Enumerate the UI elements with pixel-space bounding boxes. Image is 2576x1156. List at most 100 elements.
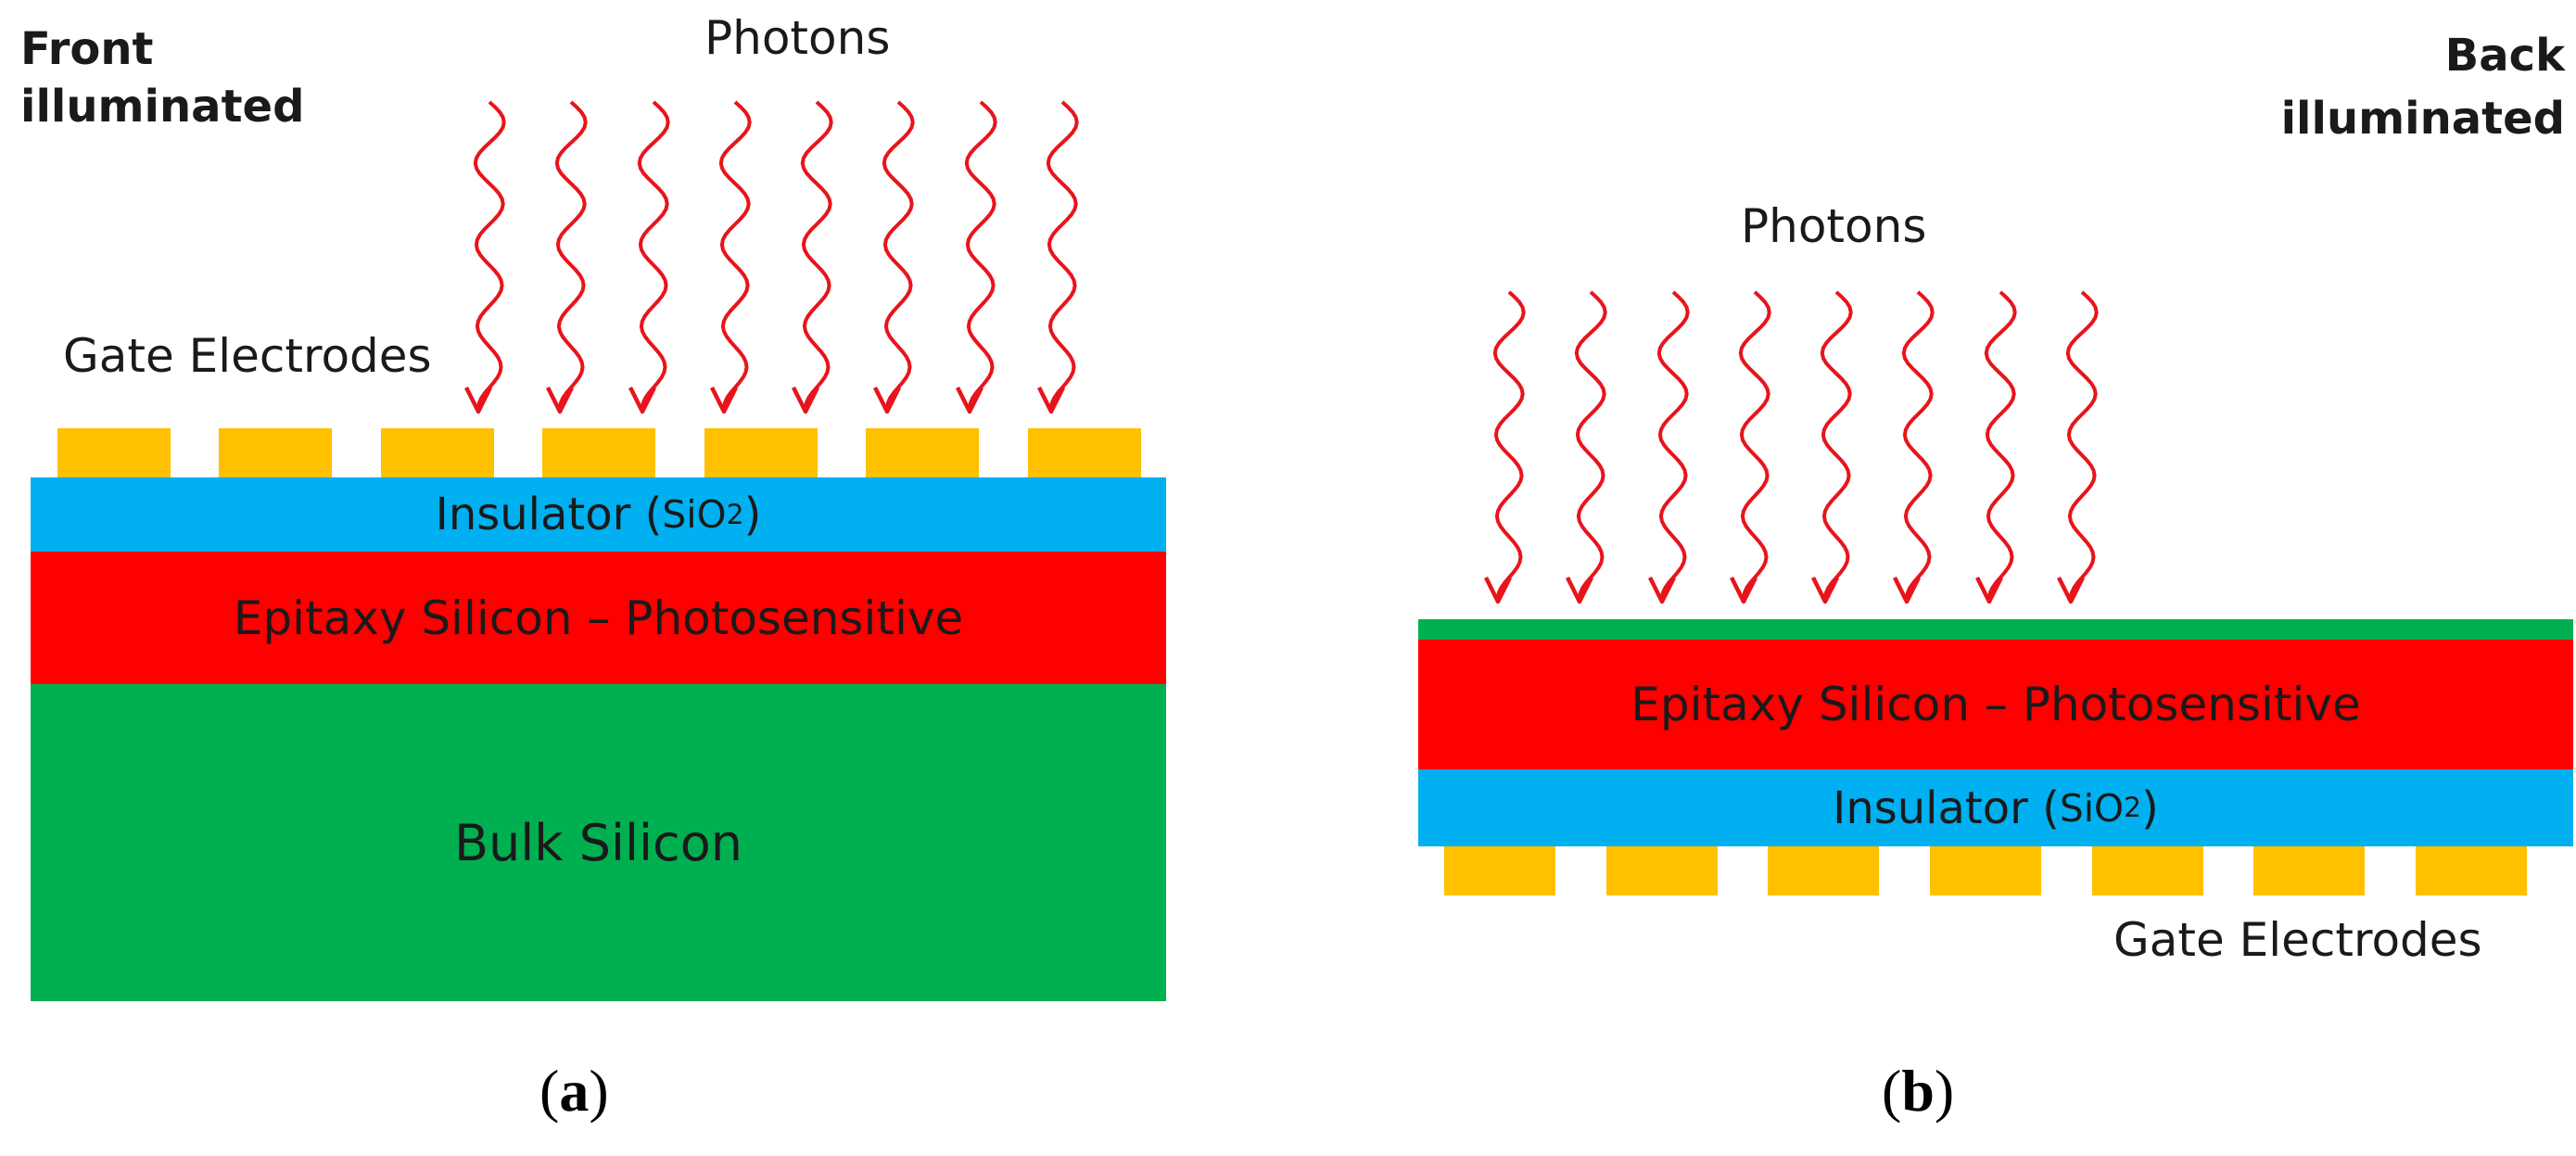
photon-wave (964, 100, 997, 409)
arrow-head-icon (872, 386, 902, 414)
arrow-head-icon (1483, 576, 1513, 604)
caption-letter: a (559, 1058, 590, 1124)
photons-label: Photons (1741, 199, 1927, 253)
epitaxy-layer: Epitaxy Silicon – Photosensitive (1418, 640, 2573, 769)
front-illuminated-panel: Front illuminated Photons Gate Electrode… (0, 0, 1205, 1156)
photon-arrow (1036, 100, 1079, 414)
mode-label: Front illuminated (20, 20, 304, 135)
gate-electrode (381, 428, 494, 477)
photon-wave (1492, 290, 1526, 599)
photon-arrow (628, 100, 670, 414)
gate-electrode (1028, 428, 1141, 477)
arrow-head-icon (709, 386, 739, 414)
caption-b: (b) (1882, 1057, 1954, 1125)
photon-arrow (1483, 290, 1526, 604)
arrow-head-icon (628, 386, 657, 414)
photon-arrow (1565, 290, 1607, 604)
arrow-head-icon (1892, 576, 1922, 604)
insulator-label: Insulator ( (1833, 781, 2060, 834)
photons-arrows (463, 100, 1079, 414)
photons-arrows (1483, 290, 2099, 604)
bulk-silicon-layer: Bulk Silicon (31, 684, 1166, 1001)
photon-wave (554, 100, 588, 409)
caption-letter: b (1901, 1058, 1935, 1124)
arrow-head-icon (791, 386, 820, 414)
photon-wave (1046, 100, 1079, 409)
photon-arrow (2056, 290, 2099, 604)
epitaxy-layer: Epitaxy Silicon – Photosensitive (31, 552, 1166, 684)
photon-arrow (709, 100, 752, 414)
photon-wave (882, 100, 915, 409)
gate-electrode (1930, 846, 2041, 896)
insulator-label: Insulator ( (435, 489, 663, 540)
epitaxy-label: Epitaxy Silicon – Photosensitive (233, 591, 964, 645)
photon-arrow (463, 100, 506, 414)
gate-electrodes-label: Gate Electrodes (2113, 913, 2482, 967)
gate-electrode (1444, 846, 1555, 896)
photon-arrow (1892, 290, 1935, 604)
arrow-head-icon (545, 386, 575, 414)
insulator-formula: SiO (2059, 785, 2125, 831)
insulator-formula-subscript: 2 (726, 498, 744, 531)
arrow-head-icon (1036, 386, 1066, 414)
photon-wave (718, 100, 752, 409)
gate-electrode (1768, 846, 1879, 896)
gate-electrode (57, 428, 171, 477)
insulator-formula: SiO (662, 492, 727, 537)
photon-arrow (791, 100, 833, 414)
gate-electrodes-label: Gate Electrodes (63, 329, 432, 383)
photon-arrow (1729, 290, 1771, 604)
photon-wave (1574, 290, 1607, 599)
insulator-close: ) (743, 489, 762, 540)
insulator-close: ) (2141, 781, 2159, 834)
photon-wave (473, 100, 506, 409)
gate-electrode (704, 428, 818, 477)
arrow-head-icon (2056, 576, 2086, 604)
photon-arrow (1810, 290, 1853, 604)
arrow-head-icon (1974, 576, 2004, 604)
mode-label-line2: illuminated (2280, 93, 2565, 145)
arrow-head-icon (1647, 576, 1677, 604)
caption-open: ( (539, 1058, 560, 1124)
mode-label-line1: Back (2444, 30, 2565, 82)
arrow-head-icon (463, 386, 493, 414)
epitaxy-label: Epitaxy Silicon – Photosensitive (1631, 678, 2361, 731)
gate-electrode (2416, 846, 2527, 896)
caption-a: (a) (539, 1057, 609, 1125)
caption-close: ) (589, 1058, 609, 1124)
photon-arrow (955, 100, 997, 414)
arrow-head-icon (955, 386, 984, 414)
photon-wave (637, 100, 670, 409)
gate-electrode (866, 428, 979, 477)
photon-wave (1738, 290, 1771, 599)
gate-electrode (2092, 846, 2203, 896)
caption-close: ) (1934, 1058, 1955, 1124)
insulator-formula-subscript: 2 (2124, 792, 2142, 824)
arrow-head-icon (1810, 576, 1840, 604)
photon-wave (2065, 290, 2099, 599)
mode-label-line2: illuminated (20, 81, 305, 133)
bulk-silicon-label: Bulk Silicon (454, 813, 742, 872)
photon-wave (1984, 290, 2017, 599)
back-illuminated-panel: Back illuminated Photons Epitaxy Silicon… (1390, 0, 2576, 1156)
photon-arrow (545, 100, 588, 414)
gate-electrode (542, 428, 655, 477)
photons-label: Photons (704, 11, 891, 65)
arrow-head-icon (1729, 576, 1758, 604)
thin-bulk-layer (1418, 619, 2573, 640)
caption-open: ( (1882, 1058, 1902, 1124)
arrow-head-icon (1565, 576, 1594, 604)
gate-electrode (1606, 846, 1718, 896)
mode-label: Back illuminated (2281, 24, 2565, 150)
photon-arrow (1647, 290, 1690, 604)
photon-wave (800, 100, 833, 409)
gate-electrode (219, 428, 332, 477)
photon-wave (1901, 290, 1935, 599)
photon-arrow (872, 100, 915, 414)
photon-wave (1820, 290, 1853, 599)
photon-arrow (1974, 290, 2017, 604)
mode-label-line1: Front (20, 23, 154, 75)
photon-wave (1656, 290, 1690, 599)
